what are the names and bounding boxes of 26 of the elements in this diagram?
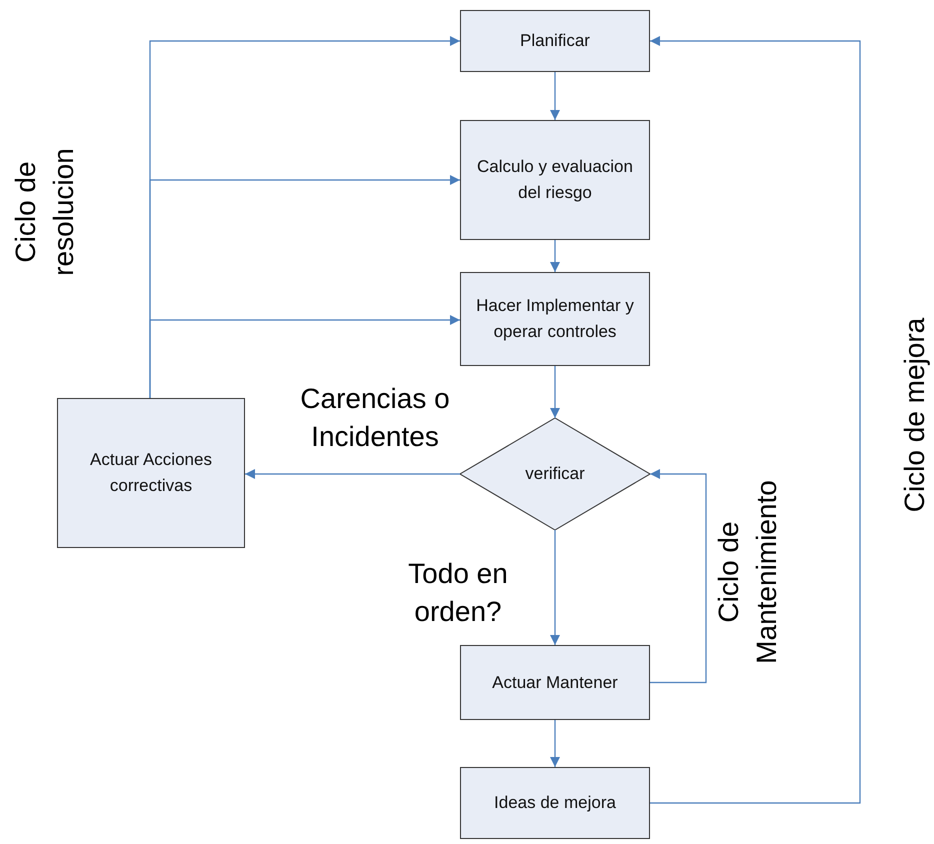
arrow — [550, 720, 560, 767]
node-label: Ideas de mejora — [494, 792, 616, 814]
process-box — [460, 767, 650, 839]
node-label: Actuar Acciones correctivas — [89, 449, 213, 497]
node-label: Hacer Implementar y operar controles — [475, 295, 635, 343]
arrow — [550, 530, 560, 645]
cycle-label: Ciclo de mejora — [898, 316, 931, 514]
process-box — [460, 120, 650, 240]
process-box — [460, 272, 650, 366]
cycle-label: Ciclo de Mantenimiento — [712, 479, 783, 666]
arrow — [550, 240, 560, 272]
arrow — [550, 72, 560, 120]
arrow — [149, 315, 460, 398]
decision-diamond — [460, 418, 650, 530]
node-label: verificar — [525, 463, 585, 485]
process-box — [57, 398, 245, 548]
node-label: Actuar Mantener — [492, 672, 618, 694]
process-box — [460, 10, 650, 72]
arrow — [650, 469, 707, 684]
arrow — [650, 36, 861, 804]
process-box — [460, 645, 650, 720]
arrow — [245, 469, 460, 479]
cycle-label: Ciclo de resolucion — [9, 147, 80, 278]
arrow — [550, 366, 560, 418]
node-label: Calculo y evaluacion del riesgo — [476, 156, 634, 204]
node-label: Planificar — [520, 30, 590, 52]
